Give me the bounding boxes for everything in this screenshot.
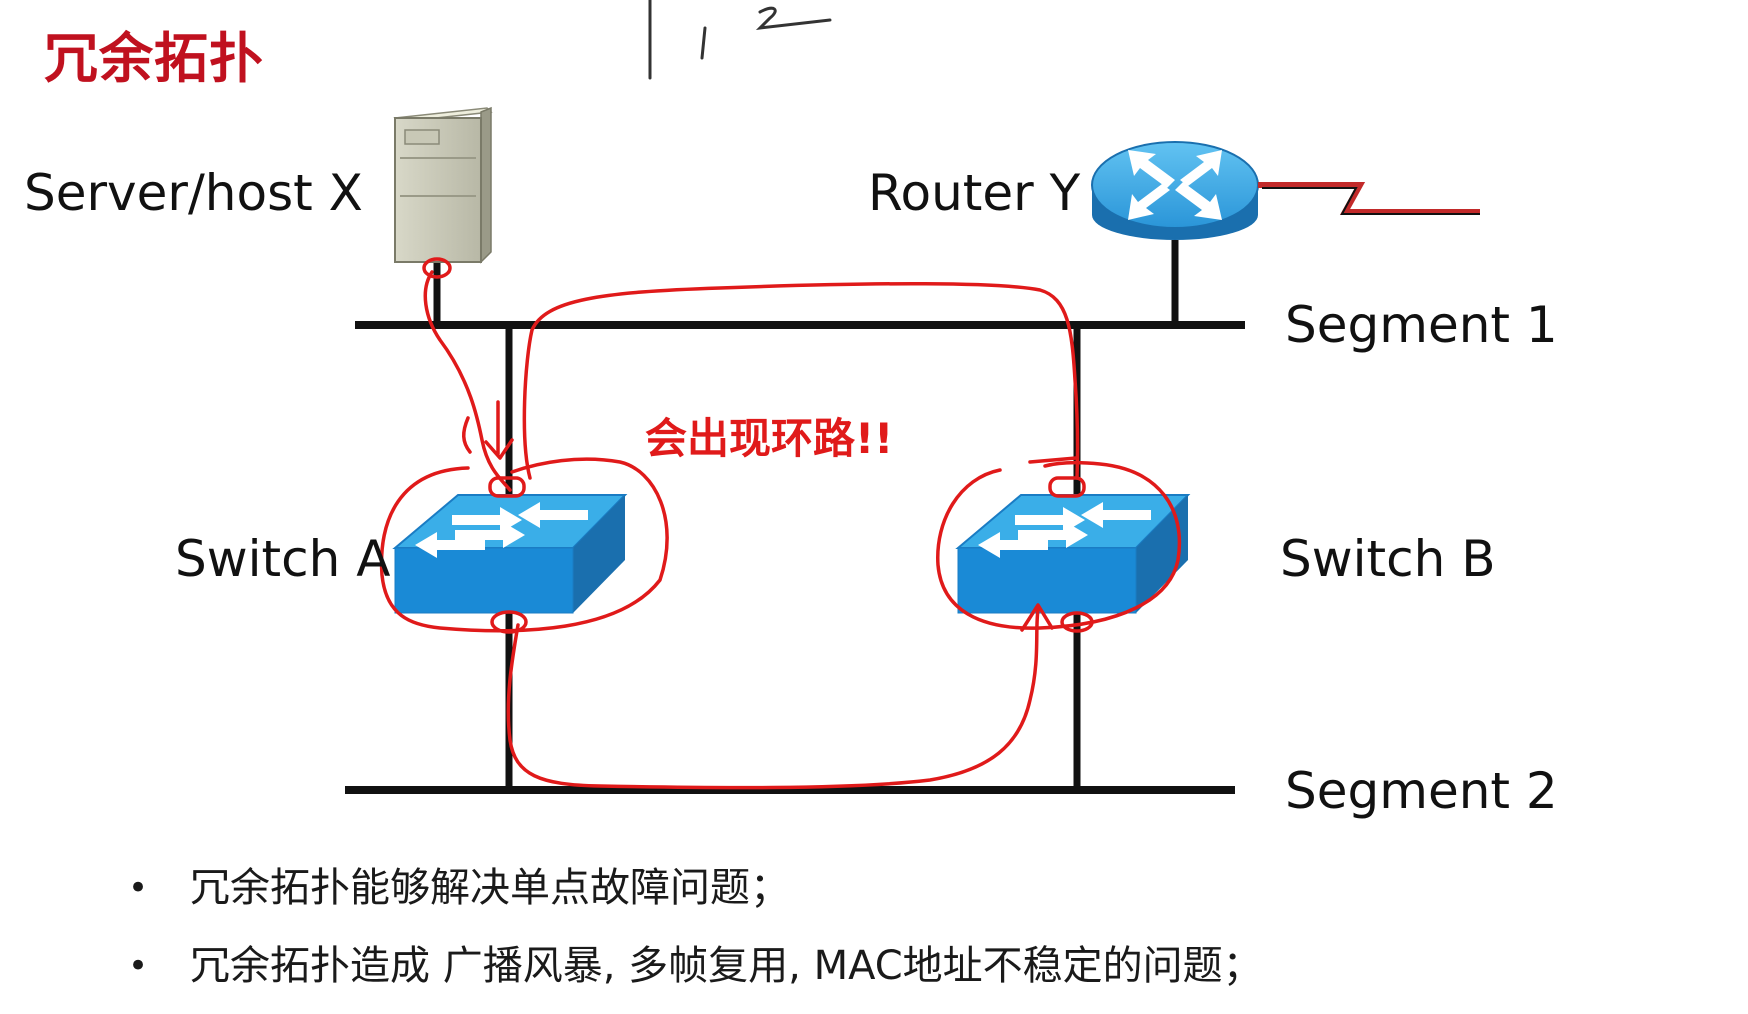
router-icon <box>1091 141 1259 240</box>
wan-serial-link <box>1258 182 1480 215</box>
loop-annotation-strokes <box>379 257 1182 790</box>
switch-a-icon <box>392 494 628 614</box>
loop-warning-text: 会出现环路!! <box>645 414 894 463</box>
bullet-text: 冗余拓扑能够解决单点故障问题； <box>190 865 790 911</box>
router-label: Router Y <box>868 164 1081 222</box>
segment-1-label: Segment 1 <box>1285 296 1558 354</box>
slide-title: 冗余拓扑 <box>44 27 264 90</box>
switch-b-label: Switch B <box>1280 530 1496 588</box>
bullet-dot-icon: • <box>128 868 149 908</box>
server-label: Server/host X <box>24 164 363 222</box>
bullet-dot-icon: • <box>128 946 149 986</box>
segment-2-label: Segment 2 <box>1285 762 1558 820</box>
bullet-item: • 冗余拓扑能够解决单点故障问题； <box>120 858 1263 936</box>
handwriting-marks <box>648 0 832 80</box>
switch-a-label: Switch A <box>175 530 391 588</box>
bullet-item: • 冗余拓扑造成 广播风暴, 多帧复用, MAC地址不稳定的问题； <box>120 936 1263 1014</box>
switch-b-icon <box>955 494 1191 614</box>
server-icon <box>393 106 493 264</box>
bullet-text: 冗余拓扑造成 广播风暴, 多帧复用, MAC地址不稳定的问题； <box>190 943 1263 989</box>
bullet-list: • 冗余拓扑能够解决单点故障问题； • 冗余拓扑造成 广播风暴, 多帧复用, M… <box>120 858 1263 1014</box>
